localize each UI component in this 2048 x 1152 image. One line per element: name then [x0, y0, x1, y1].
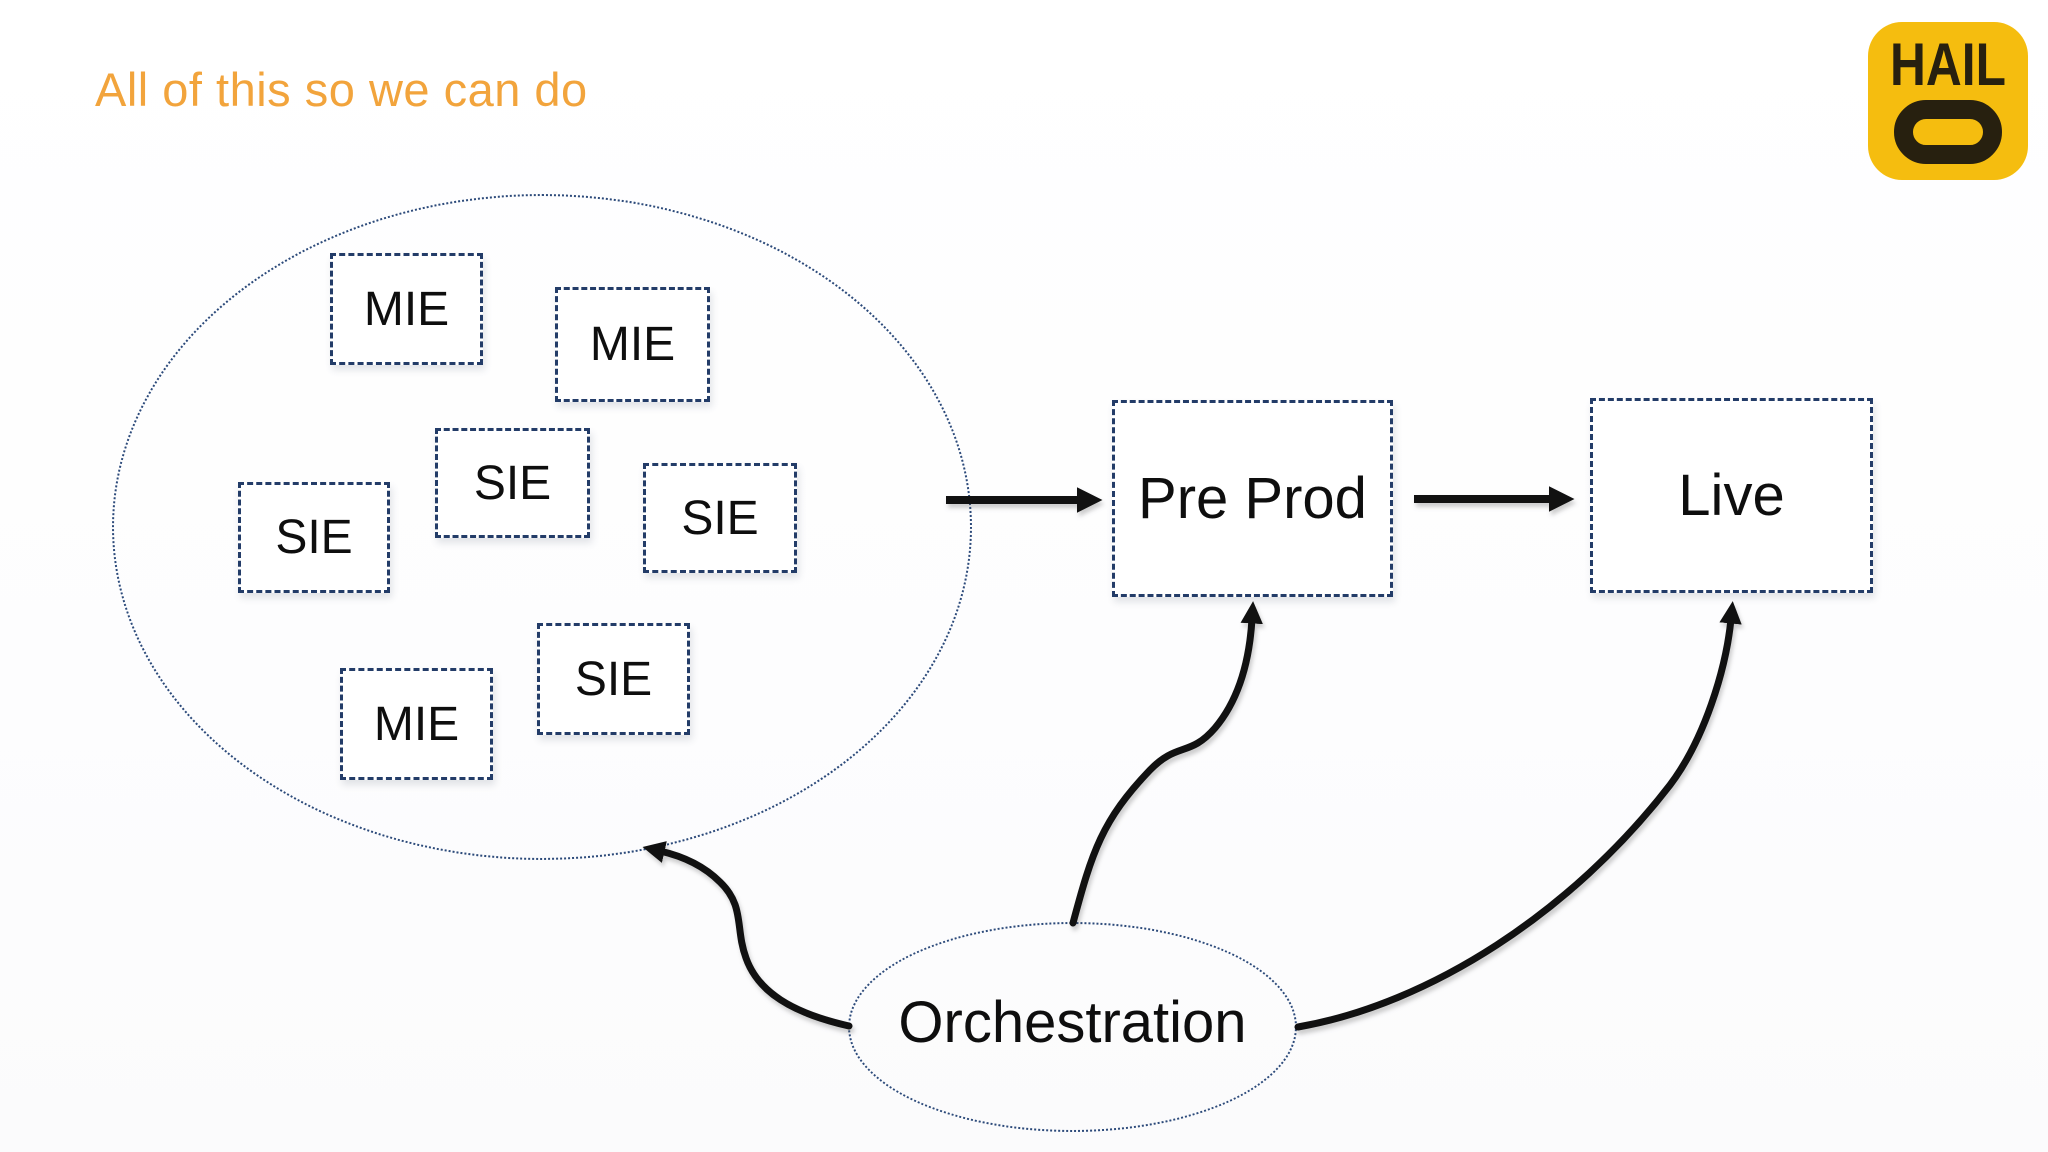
node-box-sie-3: SIE [643, 463, 797, 573]
logo-o-icon [1894, 100, 2002, 164]
node-box-sie-4: SIE [537, 623, 690, 735]
stage-box-live: Live [1590, 398, 1873, 593]
arrow-orchestration-to-live [1294, 601, 1742, 1031]
environment-cluster-ellipse [112, 194, 972, 860]
arrow-orchestration-to-preprod [1069, 601, 1263, 927]
hailo-logo: HAIL [1868, 22, 2028, 180]
arrow-orchestration-to-cluster [642, 841, 853, 1030]
node-box-sie-1: SIE [435, 428, 590, 538]
node-box-sie-2: SIE [238, 482, 390, 593]
logo-wordmark: HAIL [1890, 31, 2006, 99]
node-box-mie-3: MIE [340, 668, 493, 780]
page-title: All of this so we can do [95, 63, 588, 116]
node-box-mie-1: MIE [330, 253, 483, 365]
orchestration-label: Orchestration [898, 989, 1247, 1055]
node-box-mie-2: MIE [555, 287, 710, 402]
stage-box-pre-prod: Pre Prod [1112, 400, 1393, 597]
